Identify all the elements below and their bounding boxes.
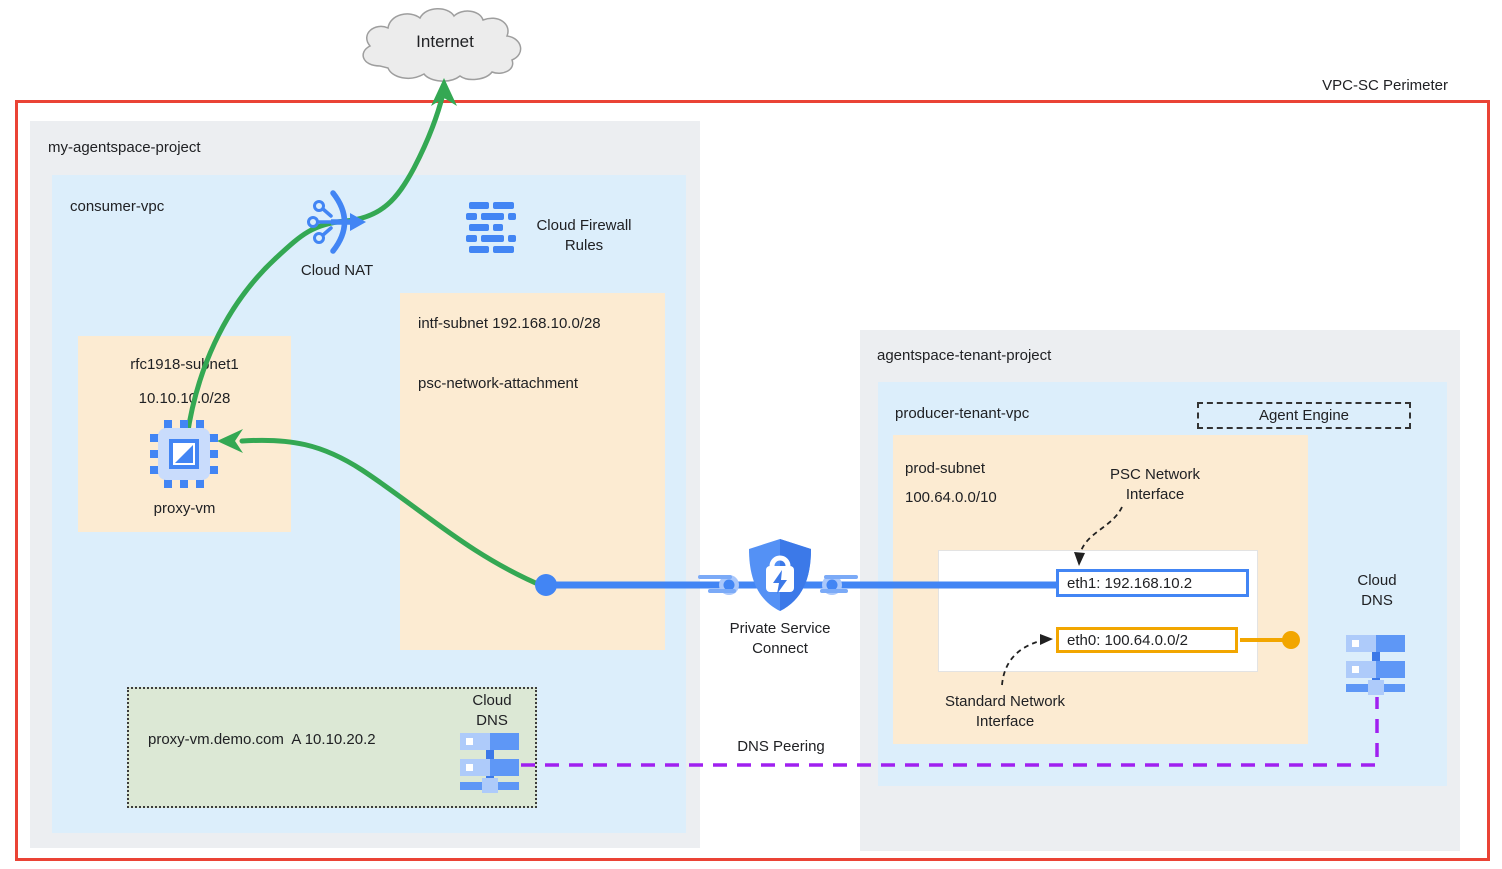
private-service-connect-label: Private Service Connect xyxy=(729,620,831,657)
private-service-connect-icon xyxy=(744,536,816,614)
dns-record-text: proxy-vm.demo.com A 10.10.20.2 xyxy=(148,731,376,748)
intf-subnet-title: intf-subnet 192.168.10.0/28 xyxy=(418,315,601,332)
agent-engine-box: Agent Engine xyxy=(1197,402,1411,429)
consumer-vpc-title: consumer-vpc xyxy=(70,198,165,215)
rfc1918-subnet-cidr: 10.10.10.0/28 xyxy=(138,390,231,407)
prod-subnet-name: prod-subnet xyxy=(905,460,986,477)
intf-subnet-box xyxy=(400,293,665,650)
proxy-vm-icon xyxy=(150,420,218,488)
internet-label: Internet xyxy=(416,32,474,51)
standard-network-interface-label: Standard Network Interface xyxy=(944,693,1066,730)
cloud-nat-icon xyxy=(298,190,370,256)
cloud-dns-left-icon xyxy=(457,727,523,793)
eth1-interface-box: eth1: 192.168.10.2 xyxy=(1056,569,1249,597)
proxy-vm-label: proxy-vm xyxy=(153,500,216,517)
cloud-dns-right-icon xyxy=(1343,629,1409,695)
cloud-firewall-icon xyxy=(466,202,518,258)
psc-network-attachment-label: psc-network-attachment xyxy=(418,375,579,392)
cloud-firewall-label: Cloud Firewall Rules xyxy=(536,217,632,254)
dns-peering-label: DNS Peering xyxy=(737,738,825,755)
cloud-dns-right-label: Cloud DNS xyxy=(1357,572,1397,609)
producer-tenant-vpc-title: producer-tenant-vpc xyxy=(895,405,1030,422)
agentspace-tenant-project-title: agentspace-tenant-project xyxy=(877,347,1052,364)
eth0-interface-box: eth0: 100.64.0.0/2 xyxy=(1056,627,1238,653)
vpc-sc-perimeter-label: VPC-SC Perimeter xyxy=(1322,77,1448,94)
prod-subnet-cidr: 100.64.0.0/10 xyxy=(905,489,997,506)
dns-zone-cloud-dns-label: Cloud DNS xyxy=(472,692,512,729)
rfc1918-subnet-name: rfc1918-subnet1 xyxy=(130,356,239,373)
cloud-nat-label: Cloud NAT xyxy=(300,262,374,279)
psc-network-interface-label: PSC Network Interface xyxy=(1109,466,1201,503)
my-agentspace-project-title: my-agentspace-project xyxy=(48,139,201,156)
